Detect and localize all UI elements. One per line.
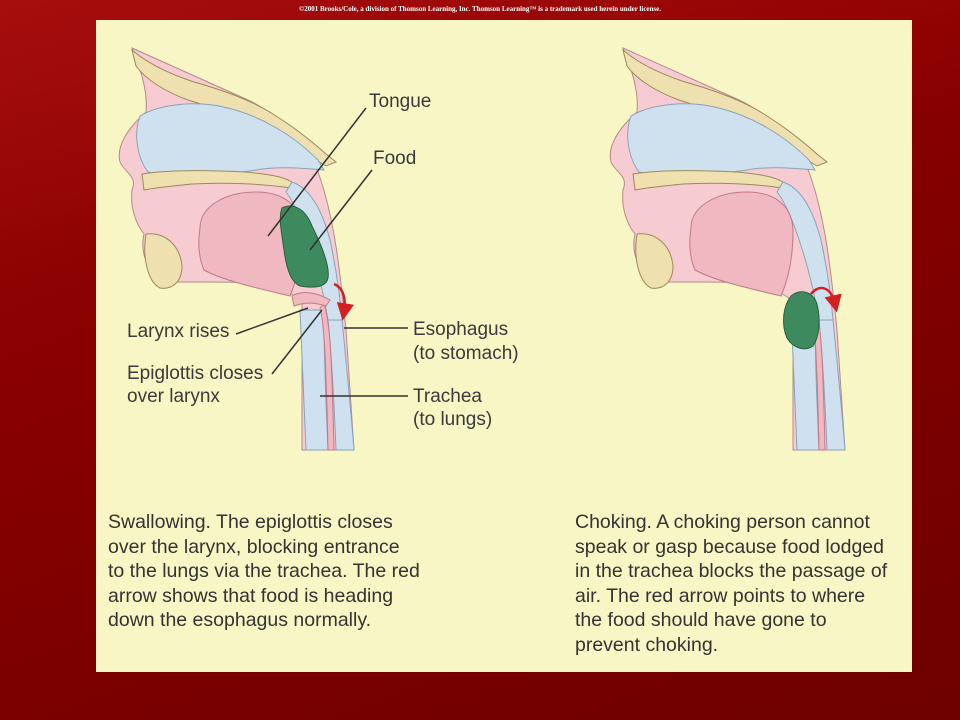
- food-label: Food: [373, 148, 416, 169]
- caption-line: air. The red arrow points to where: [575, 584, 866, 607]
- nasal-cavity: [136, 103, 325, 177]
- larynx-label: Larynx rises: [127, 321, 229, 342]
- leader-lines: [235, 107, 408, 397]
- trachea-label-line1: Trachea: [413, 386, 482, 407]
- food-leader-line: [309, 169, 373, 251]
- tongue-leader-line: [267, 107, 367, 237]
- caption-line: the food should have gone to: [575, 609, 827, 631]
- larynx-leader-line: [235, 307, 309, 335]
- caption-line: prevent choking.: [575, 633, 719, 656]
- choking-figure: [609, 47, 846, 451]
- tongue-label: Tongue: [369, 91, 431, 112]
- swallowing-caption: Swallowing. The epiglottis closes over t…: [108, 510, 420, 633]
- tongue: [689, 191, 794, 297]
- caption-line: speak or gasp because food lodged: [575, 535, 884, 558]
- caption-line: Swallowing. The epiglottis closes: [108, 511, 393, 533]
- red-arrow-should-go: [810, 286, 842, 313]
- caption-line: down the esophagus normally.: [108, 609, 372, 631]
- esophagus-label-line2: (to stomach): [413, 343, 519, 364]
- lower-jaw-bone: [144, 233, 183, 289]
- esophagus-label-line1: Esophagus: [413, 319, 508, 340]
- caption-line: over the larynx, blocking entrance: [108, 535, 400, 558]
- tracheal-wall: [319, 303, 335, 451]
- food-bolus: [279, 205, 329, 288]
- red-arrow-esophagus: [333, 282, 355, 321]
- caption-line: arrow shows that food is heading: [108, 584, 394, 607]
- swallowing-figure: Tongue Food Larynx rises Epiglottis clos…: [118, 47, 519, 451]
- copyright-notice: ©2001 Brooks/Cole, a division of Thomson…: [298, 5, 662, 13]
- caption-line: to the lungs via the trachea. The red: [108, 560, 420, 582]
- anatomy-illustration: Tongue Food Larynx rises Epiglottis clos…: [118, 47, 846, 451]
- caption-line: in the trachea blocks the passage of: [575, 560, 888, 582]
- epiglottis-label-line1: Epiglottis closes: [127, 363, 263, 384]
- nasal-cavity: [627, 103, 816, 177]
- epiglottis-label-line2: over larynx: [127, 386, 220, 407]
- choking-caption: Choking. A choking person cannot speak o…: [575, 510, 887, 657]
- lodged-food-bolus: [783, 291, 820, 350]
- lower-jaw-bone: [635, 233, 674, 289]
- caption-line: Choking. A choking person cannot: [575, 511, 870, 533]
- diagram-panel: Tongue Food Larynx rises Epiglottis clos…: [96, 20, 912, 672]
- epiglottis: [291, 292, 331, 307]
- epiglottis-leader-line: [271, 309, 323, 375]
- trachea-label-line2: (to lungs): [413, 409, 492, 430]
